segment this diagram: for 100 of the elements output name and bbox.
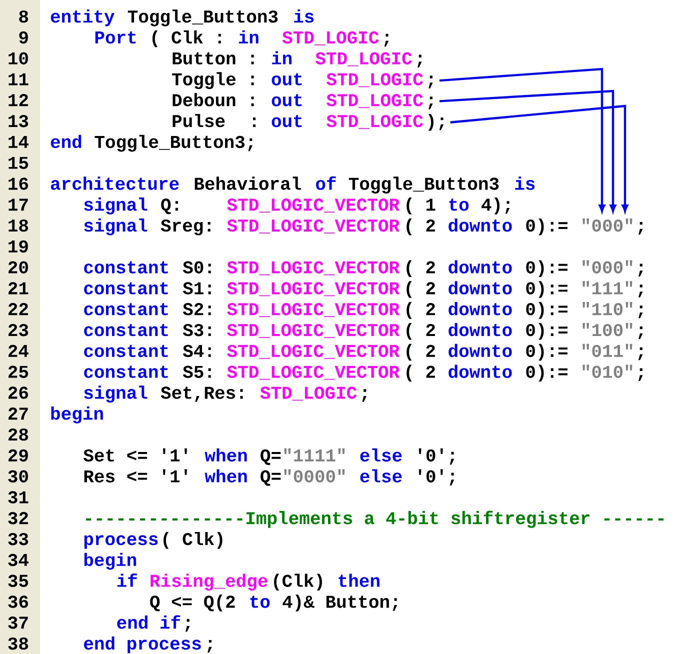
line-number: 35 <box>8 574 28 587</box>
code-text: downto <box>448 302 512 316</box>
code-text: constant <box>84 282 168 294</box>
code-line: Deboun : out STD_LOGIC ; <box>172 93 433 110</box>
line-number: 13 <box>8 114 28 128</box>
code-text: Q= <box>260 449 281 465</box>
code-text: ; <box>362 389 367 402</box>
line-number: 12 <box>8 94 28 106</box>
code-text: downto <box>448 281 512 294</box>
code-text: STD_LOGIC_VECTOR <box>227 282 400 296</box>
code-text: S0: <box>182 261 211 274</box>
code-text: ; <box>384 34 389 47</box>
code-text: S5: <box>182 366 211 378</box>
code-text: "010" <box>582 364 632 378</box>
line-number: 26 <box>8 386 28 399</box>
code-text: STD_LOGIC <box>282 31 379 46</box>
code-text: ( Clk : <box>152 30 221 48</box>
code-text: else <box>360 469 402 482</box>
code-text: Toggle_Button3 <box>348 176 499 194</box>
code-text: Behavioral <box>194 176 301 190</box>
code-text: ---------------Implements a 4-bit shiftregister ------ <box>86 510 664 528</box>
code-text: entity <box>50 9 114 26</box>
code-text: ; <box>638 326 643 340</box>
code-text: end if <box>117 615 180 629</box>
code-text: S4: <box>182 344 211 358</box>
code-text: downto <box>448 322 512 336</box>
line-number: 31 <box>8 491 28 504</box>
code-text: STD_LOGIC_VECTOR <box>227 344 400 359</box>
code-text: ( 2 <box>406 260 435 278</box>
code-text: 4)& Button; <box>282 594 398 612</box>
line-number: 8 <box>19 10 28 23</box>
code-text: signal <box>84 198 148 214</box>
code-text: process <box>84 535 158 549</box>
code-text: constant <box>84 344 168 358</box>
line-number: 23 <box>8 324 28 336</box>
code-text: Q= <box>260 470 281 486</box>
code-text: "100" <box>582 322 632 336</box>
code-text: ( 1 <box>406 198 436 214</box>
code-text: if <box>117 573 137 587</box>
code-text: ; <box>208 640 212 653</box>
line-number: 21 <box>8 282 28 294</box>
code-text: is <box>294 9 314 23</box>
code-text: constant <box>84 261 168 274</box>
code-text: ( 2 <box>406 281 435 298</box>
code-text: Toggle_Button3 <box>128 9 278 26</box>
code-text: ( Clk) <box>164 532 222 549</box>
code-text: ; <box>638 222 643 235</box>
code-text: signal <box>84 386 148 402</box>
code-text: 0):= <box>526 302 568 319</box>
line-number: 15 <box>8 156 28 169</box>
code-text: in <box>272 51 292 64</box>
code-text: ( 2 <box>406 322 435 340</box>
line-number: 25 <box>8 366 28 378</box>
arrow <box>439 68 606 212</box>
code-text: Res <= '1' <box>84 469 187 482</box>
code-text: downto <box>448 260 512 274</box>
line-number: 36 <box>8 596 28 608</box>
code-text: Set <= '1' <box>83 448 187 462</box>
code-text: is <box>515 176 535 190</box>
code-text: constant <box>84 324 168 336</box>
code-text: Port <box>95 31 136 44</box>
code-text: to <box>250 596 270 608</box>
code-text: architecture <box>50 176 179 190</box>
line-number: 29 <box>8 449 28 462</box>
line-number: 18 <box>8 219 28 232</box>
code-text: "000" <box>582 218 632 232</box>
code-text: 4); <box>482 198 510 214</box>
line-number: 20 <box>8 261 28 274</box>
code-text: begin <box>84 552 136 570</box>
code-text: downto <box>448 364 512 378</box>
code-text: STD_LOGIC_VECTOR <box>227 303 400 318</box>
code-text: S1: <box>182 282 211 294</box>
code-text: STD_LOGIC_VECTOR <box>227 324 400 338</box>
line-number: 11 <box>8 73 28 86</box>
code-text: ; <box>638 368 643 381</box>
code-text: ; <box>418 54 422 68</box>
line-number: 30 <box>8 470 28 482</box>
line-number: 14 <box>8 136 28 148</box>
code-text: in <box>238 30 258 44</box>
code-text: to <box>449 198 469 211</box>
code-text: STD_LOGIC_VECTOR <box>227 366 400 380</box>
code-text: Set,Res: <box>160 386 243 402</box>
code-text: STD_LOGIC <box>316 52 412 66</box>
code-text: ; <box>638 306 643 318</box>
code-text: 0):= <box>526 322 568 340</box>
code-text: 0):= <box>526 364 568 382</box>
code-text: when <box>204 469 247 482</box>
code-text: signal <box>84 218 148 236</box>
line-number: 32 <box>8 512 28 524</box>
code-text: Sreg: <box>160 219 210 236</box>
line-number: 10 <box>8 52 28 64</box>
code-text: ; <box>638 347 643 360</box>
code-text: STD_LOGIC_VECTOR <box>227 198 400 213</box>
code-text: ( 2 <box>406 302 435 319</box>
code-text: of <box>316 176 336 190</box>
code-text: ( 2 <box>406 364 435 382</box>
code-text: constant <box>84 366 168 378</box>
code-text: Rising_edge <box>150 574 268 591</box>
code-text: ( 2 <box>406 344 435 361</box>
code-text: STD_LOGIC_VECTOR <box>227 219 400 234</box>
